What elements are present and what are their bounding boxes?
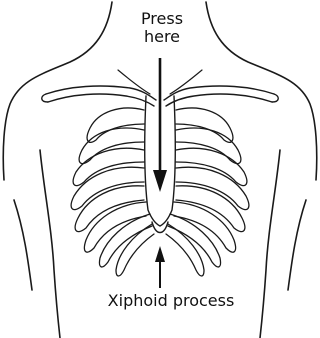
- xiphoid-arrow: [155, 246, 165, 288]
- press-here-label: Press here: [136, 10, 188, 46]
- press-label-line1: Press: [136, 10, 188, 28]
- xiphoid-process-label: Xiphoid process: [96, 292, 246, 310]
- press-arrow: [153, 58, 167, 192]
- press-label-line2: here: [136, 28, 188, 46]
- left-ribs: [71, 108, 154, 276]
- right-ribs: [166, 108, 249, 276]
